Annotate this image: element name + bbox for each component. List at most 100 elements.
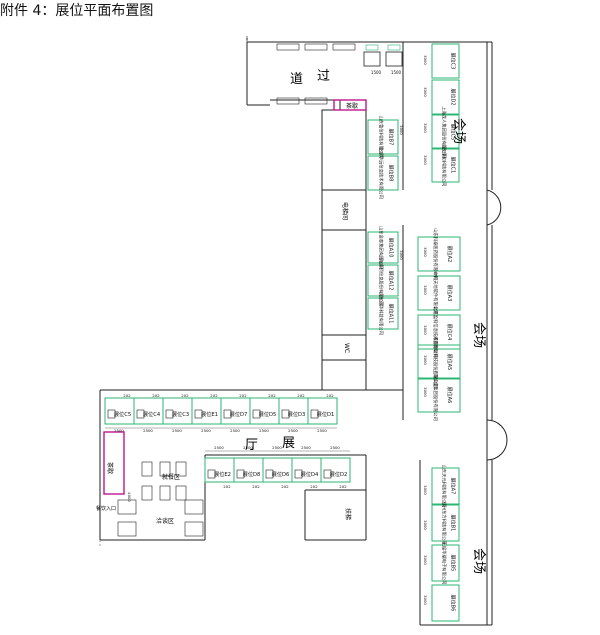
booth-mu-1-label: 展位B8 bbox=[388, 165, 395, 182]
booth-bottom-0-table bbox=[207, 469, 216, 479]
booth-top-7-label: 展位D1 bbox=[317, 410, 335, 418]
booth-mu-1-company: 北京华远信息技术有限公司 bbox=[377, 147, 384, 199]
booth-rm-0-booth bbox=[417, 236, 461, 272]
booth-mu-0-booth bbox=[367, 119, 399, 155]
booth-rb-2-label: 展位B5 bbox=[449, 555, 456, 572]
booth-rb-1-booth bbox=[431, 504, 460, 542]
tea-area-left bbox=[103, 431, 125, 495]
booth-top-0-label: 展位C5 bbox=[114, 410, 131, 418]
booth-top-7-booth bbox=[307, 397, 338, 425]
booth-bottom-1-tag: 2X2 bbox=[252, 484, 260, 489]
venue-label-1: 会场 bbox=[451, 118, 466, 145]
booth-bottom-3-label: 展位D4 bbox=[301, 470, 319, 478]
dining-seat-4 bbox=[159, 485, 171, 501]
booth-rb-0-label: 展位A7 bbox=[449, 478, 456, 495]
dim-mid-0: 3000 bbox=[399, 125, 404, 135]
booth-top-5-table bbox=[252, 409, 261, 419]
booth-ml-0-company: 山东金泰集团有限公司 bbox=[377, 226, 384, 269]
booth-rt-2-booth bbox=[431, 114, 460, 150]
booth-top-6-table bbox=[281, 409, 290, 419]
booth-mu-0-company: 山东鲁信科技有限公司 bbox=[377, 116, 384, 159]
dim-top-4: 2500 bbox=[230, 428, 240, 433]
dim-right-4: 3000 bbox=[423, 247, 428, 257]
sofa-3 bbox=[276, 97, 300, 105]
dim-bottom-1: 2500 bbox=[243, 445, 253, 450]
booth-rm-2-company: 北京盈科信息技术有限公司 bbox=[432, 306, 439, 358]
booth-top-0-tag: 2X2 bbox=[123, 393, 131, 398]
venue-label-2: 会场 bbox=[471, 322, 486, 349]
booth-bottom-0-tag: 2X2 bbox=[223, 484, 231, 489]
booth-top-3-tag: 2X2 bbox=[210, 393, 218, 398]
tea-label-left: 茶歇 bbox=[106, 462, 113, 475]
dim-top-6: 2500 bbox=[288, 428, 298, 433]
booth-bottom-4-booth bbox=[320, 457, 351, 483]
booth-top-4-table bbox=[223, 409, 232, 419]
booth-top-6-tag: 2X2 bbox=[297, 393, 305, 398]
booth-bottom-2-table bbox=[265, 469, 274, 479]
booth-top-5-tag: 2X2 bbox=[268, 393, 276, 398]
booth-rt-1-booth bbox=[431, 79, 460, 115]
lounge-seat-1 bbox=[117, 521, 137, 537]
booth-top-5-booth bbox=[249, 397, 280, 425]
lounge-seat-0 bbox=[117, 499, 137, 515]
corridor-table-0 bbox=[363, 51, 381, 67]
booth-top-2-tag: 2X2 bbox=[181, 393, 189, 398]
corridor-label-2: 道 bbox=[290, 72, 304, 87]
booth-ml-2-label: 展位A11 bbox=[388, 304, 395, 324]
dim-mid-1: 3000 bbox=[399, 250, 404, 260]
booth-bottom-3-table bbox=[294, 469, 303, 479]
booth-rt-3-label: 展位C1 bbox=[449, 157, 456, 174]
dim-right-10: 3000 bbox=[423, 520, 428, 530]
booth-rb-3-booth bbox=[431, 584, 460, 622]
booth-top-6-booth bbox=[278, 397, 309, 425]
booth-ml-0-label: 展位A10 bbox=[388, 238, 395, 258]
booth-bottom-2-label: 展位D6 bbox=[272, 470, 290, 478]
booth-rm-4-label: 展位A6 bbox=[446, 387, 453, 404]
stair-label: 扶梯 bbox=[344, 508, 351, 521]
dim-right-7: 3000 bbox=[423, 355, 428, 365]
booth-rm-0-label: 展位A2 bbox=[446, 246, 453, 263]
sofa-1 bbox=[304, 43, 328, 51]
dim-right-2: 3000 bbox=[423, 123, 428, 133]
tea-label-top: 茶歇 bbox=[346, 103, 359, 110]
booth-bottom-0-label: 展位E2 bbox=[214, 470, 231, 478]
corridor-table-1 bbox=[385, 51, 403, 67]
sofa-0 bbox=[276, 43, 300, 51]
corridor-label-1: 过 bbox=[317, 69, 331, 84]
booth-top-5-label: 展位D5 bbox=[259, 410, 277, 418]
dim-right-0: 3000 bbox=[423, 55, 428, 65]
booth-rb-0-company: 山东天元科技有限公司 bbox=[440, 465, 447, 508]
booth-bottom-4-label: 展位D2 bbox=[330, 470, 348, 478]
lounge-seat-2 bbox=[184, 499, 204, 515]
booth-ml-1-company: 上海金桥信息股份有限公司 bbox=[377, 255, 384, 307]
booth-rt-0-label: 展位C3 bbox=[449, 53, 456, 70]
booth-top-1-booth bbox=[133, 397, 164, 425]
booth-rm-2-label: 展位C4 bbox=[446, 324, 453, 341]
dim-top-1500-b: 1500 bbox=[391, 70, 402, 75]
booth-bottom-1-label: 展位D8 bbox=[243, 470, 261, 478]
lounge-seat-3 bbox=[184, 521, 204, 537]
dim-left-4000: 4000 bbox=[127, 492, 132, 502]
booth-top-4-booth bbox=[220, 397, 251, 425]
dim-top-2: 2500 bbox=[172, 428, 182, 433]
dim-bottom-2: 2500 bbox=[272, 445, 282, 450]
booth-top-1-label: 展位C4 bbox=[143, 410, 161, 418]
dim-right-12: 3000 bbox=[423, 595, 428, 605]
booth-rm-4-booth bbox=[417, 377, 461, 413]
booth-ml-1-booth bbox=[367, 264, 399, 297]
booth-rt-3-company: 山东佳和科技有限公司 bbox=[440, 144, 447, 187]
dining-seat-3 bbox=[141, 485, 153, 501]
corridor-table-tag-0 bbox=[365, 44, 379, 51]
booth-bottom-2-tag: 2X2 bbox=[281, 484, 289, 489]
booth-bottom-1-table bbox=[236, 469, 245, 479]
dining-seat-2 bbox=[175, 461, 187, 477]
page-title: 附件 4：展位平面布置图 bbox=[0, 3, 154, 19]
sofa-4 bbox=[304, 97, 328, 105]
booth-ml-1-label: 展位A12 bbox=[388, 271, 395, 291]
booth-rm-1-booth bbox=[417, 275, 461, 311]
booth-rm-1-company: 中科天地软件有限公司 bbox=[432, 272, 439, 315]
dim-bottom-4: 2500 bbox=[330, 445, 340, 450]
dim-bottom-0: 2500 bbox=[214, 445, 224, 450]
booth-top-2-table bbox=[165, 409, 174, 419]
